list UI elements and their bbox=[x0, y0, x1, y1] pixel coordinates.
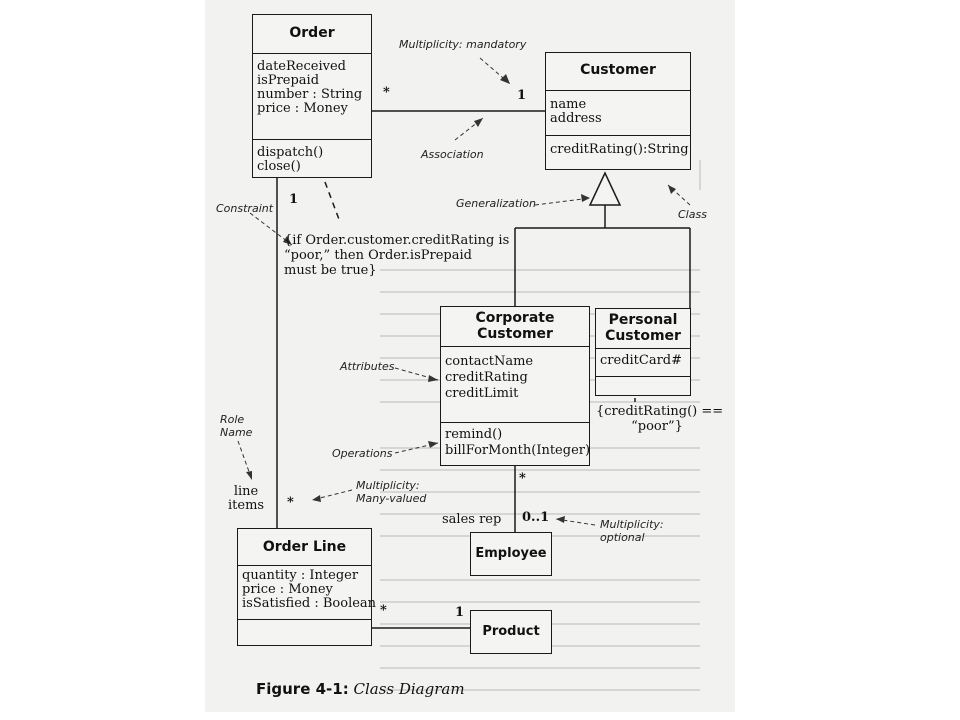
operations-section: creditRating():String bbox=[546, 135, 690, 159]
attribute: price : Money bbox=[257, 101, 348, 116]
class-name-line: Personal bbox=[608, 312, 678, 328]
operation: creditRating():String bbox=[550, 142, 689, 157]
class-customer: Customer name address creditRating():Str… bbox=[545, 52, 691, 170]
class-order-line: Order Line quantity : Integer price : Mo… bbox=[237, 528, 377, 646]
operations-section bbox=[238, 619, 371, 637]
class-name-line: Customer bbox=[605, 328, 681, 344]
attributes-section: creditCard# bbox=[596, 348, 690, 376]
operation: dispatch() bbox=[257, 145, 324, 160]
figure-title: Class Diagram bbox=[348, 680, 465, 698]
annotation-role-name: Role Name bbox=[220, 413, 252, 439]
attribute: creditRating bbox=[445, 370, 528, 385]
annotation-multiplicity-optional: Multiplicity: optional bbox=[600, 518, 664, 544]
operations-section: dispatch() close() bbox=[253, 139, 371, 176]
annotation-line: Role bbox=[220, 413, 245, 426]
class-corporate-customer: Corporate Customer contactName creditRat… bbox=[440, 306, 590, 466]
class-product: Product bbox=[470, 610, 552, 654]
class-name: Customer bbox=[580, 62, 656, 78]
multiplicity-employee-optional: 0..1 bbox=[522, 510, 550, 525]
constraint-line: “poor,” then Order.isPrepaid bbox=[284, 248, 472, 263]
annotation-attributes: Attributes bbox=[340, 360, 395, 373]
multiplicity-order-customer-many: * bbox=[383, 85, 390, 100]
attribute: number : String bbox=[257, 87, 363, 102]
class-name-line: Corporate bbox=[475, 310, 555, 326]
attribute: isSatisfied : Boolean bbox=[242, 596, 377, 611]
class-name: Order bbox=[289, 25, 335, 41]
attribute: isPrepaid bbox=[257, 73, 320, 88]
class-name: Corporate Customer bbox=[441, 307, 589, 346]
annotation-generalization: Generalization bbox=[456, 197, 536, 210]
multiplicity-orderline-many: * bbox=[380, 603, 387, 618]
multiplicity-product-one: 1 bbox=[455, 605, 465, 620]
role-name-line: items bbox=[228, 498, 265, 513]
annotation-line: optional bbox=[600, 531, 645, 544]
constraint-line: {if Order.customer.creditRating is bbox=[284, 233, 510, 248]
class-order: Order dateReceived isPrepaid number : St… bbox=[252, 14, 372, 178]
class-name: Product bbox=[482, 624, 540, 639]
annotation-association: Association bbox=[421, 148, 484, 161]
figure-caption: Figure 4-1: Class Diagram bbox=[256, 680, 465, 698]
figure-number: Figure 4-1: bbox=[256, 680, 349, 698]
order-constraint: {if Order.customer.creditRating is “poor… bbox=[284, 233, 509, 278]
annotation-multiplicity-many: Multiplicity: Many-valued bbox=[356, 479, 426, 505]
multiplicity-customer-one: 1 bbox=[517, 88, 527, 103]
annotation-line: Name bbox=[220, 426, 253, 439]
annotation-line: Multiplicity: bbox=[600, 518, 664, 531]
operation: billForMonth(Integer) bbox=[445, 443, 591, 458]
class-name: Employee bbox=[475, 546, 547, 561]
attribute: name bbox=[550, 97, 587, 112]
attribute: address bbox=[550, 111, 602, 126]
attributes-section: quantity : Integer price : Money isSatis… bbox=[238, 565, 377, 619]
annotation-constraint: Constraint bbox=[216, 202, 274, 215]
class-name: Order Line bbox=[262, 539, 347, 555]
attribute: contactName bbox=[445, 354, 534, 369]
attribute: creditLimit bbox=[445, 386, 519, 401]
class-employee: Employee bbox=[470, 532, 552, 576]
role-name-line-items: line items bbox=[228, 485, 264, 513]
operations-section: remind() billForMonth(Integer) bbox=[441, 422, 591, 461]
class-name: Personal Customer bbox=[596, 309, 690, 348]
operation: close() bbox=[257, 159, 301, 174]
constraint-line: {creditRating() == bbox=[596, 404, 724, 419]
generalization-triangle bbox=[588, 171, 622, 206]
attributes-section: contactName creditRating creditLimit bbox=[441, 346, 589, 422]
attributes-section: name address bbox=[546, 90, 690, 135]
attribute: creditCard# bbox=[600, 353, 683, 368]
multiplicity-corporate-many: * bbox=[519, 471, 526, 486]
class-name-line: Customer bbox=[477, 326, 553, 342]
constraint-line: must be true} bbox=[284, 263, 377, 278]
constraint-line: “poor”} bbox=[631, 419, 683, 434]
constraint-dashes-order bbox=[324, 181, 341, 223]
personal-constraint: {creditRating() == “poor”} bbox=[596, 404, 724, 434]
operation: remind() bbox=[445, 427, 503, 442]
annotation-line: Many-valued bbox=[356, 492, 427, 505]
annotation-operations: Operations bbox=[332, 447, 393, 460]
annotation-class: Class bbox=[678, 208, 707, 221]
multiplicity-line-items-many: * bbox=[287, 495, 294, 510]
arrow-generalization bbox=[534, 197, 591, 206]
multiplicity-order-one: 1 bbox=[289, 192, 299, 207]
attribute: dateReceived bbox=[257, 59, 346, 74]
class-personal-customer: Personal Customer creditCard# bbox=[595, 308, 691, 396]
attribute: quantity : Integer bbox=[242, 568, 359, 583]
role-name-line: line bbox=[233, 484, 259, 499]
attributes-section: dateReceived isPrepaid number : String p… bbox=[253, 53, 371, 139]
annotation-multiplicity-mandatory: Multiplicity: mandatory bbox=[399, 38, 527, 51]
annotation-line: Multiplicity: bbox=[356, 479, 420, 492]
role-name-sales-rep: sales rep bbox=[442, 512, 502, 527]
attribute: price : Money bbox=[242, 582, 333, 597]
operations-section bbox=[596, 376, 690, 390]
